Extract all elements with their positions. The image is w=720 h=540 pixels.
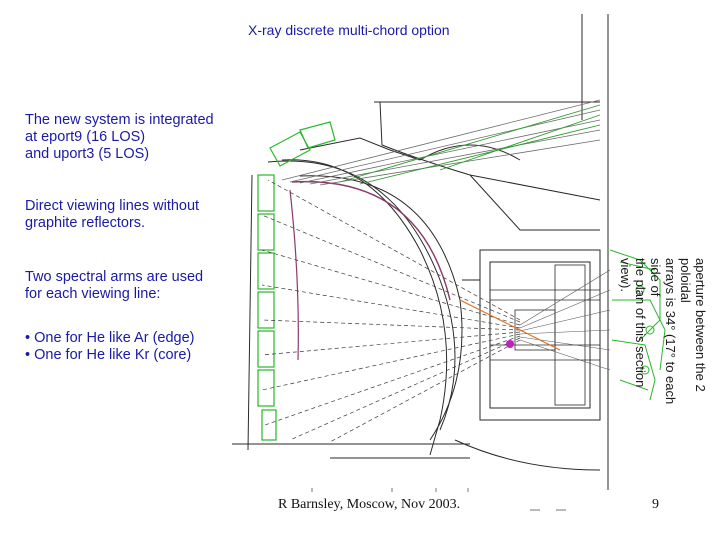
port-sightline-fan xyxy=(519,269,611,371)
footer-author: R Barnsley, Moscow, Nov 2003. xyxy=(278,497,461,512)
text-line: graphite reflectors. xyxy=(25,215,146,231)
text-block-bullets: • One for He like Ar (edge) • One for He… xyxy=(25,330,240,364)
page-number: 9 xyxy=(652,497,659,512)
plasma-boundary xyxy=(291,180,451,301)
text-block-spectral-arms: Two spectral arms are used for each view… xyxy=(25,269,240,303)
upper-port-sightlines xyxy=(281,99,601,186)
orange-sightline xyxy=(459,299,561,351)
scale-ticks xyxy=(311,488,566,511)
bullet-krypton: • One for He like Kr (core) xyxy=(25,347,192,363)
inner-vessel-wall xyxy=(299,175,463,441)
blanket-modules xyxy=(257,121,336,441)
plasma-core-marker xyxy=(506,340,514,348)
slide-title: X-ray discrete multi-chord option xyxy=(248,22,450,38)
note-line: arrays is 34° (17° to each side of xyxy=(648,258,678,405)
text-block-viewing-lines: Direct viewing lines without graphite re… xyxy=(25,198,240,232)
text-block-integration: The new system is integrated at eport9 (… xyxy=(25,112,240,163)
note-line: the plan of this section view). xyxy=(618,258,648,388)
text-line: and uport3 (5 LOS) xyxy=(25,146,150,162)
vessel-structure xyxy=(232,14,609,490)
note-line: aperture between the 2 poloidal xyxy=(678,258,708,392)
spectrometer-arms xyxy=(609,249,666,401)
plasma-boundary-inner xyxy=(289,189,299,361)
upper-port-sightlines-green xyxy=(339,104,601,185)
bullet-argon: • One for He like Ar (edge) xyxy=(25,330,195,346)
text-line: Two spectral arms are used xyxy=(25,269,204,285)
equatorial-sightlines xyxy=(261,179,521,443)
text-line: at eport9 (16 LOS) xyxy=(25,129,146,145)
text-line: The new system is integrated xyxy=(25,112,214,128)
aperture-note: aperture between the 2 poloidal arrays i… xyxy=(618,258,708,408)
text-line: for each viewing line: xyxy=(25,286,161,302)
text-line: Direct viewing lines without xyxy=(25,198,200,214)
